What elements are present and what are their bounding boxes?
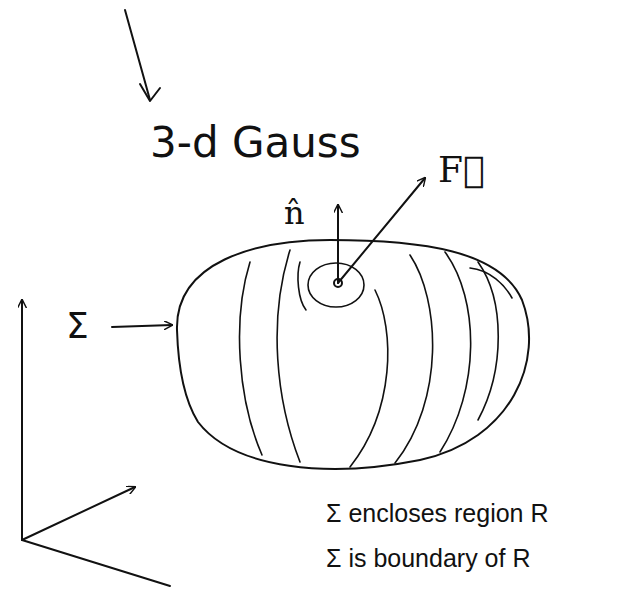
surface-contours xyxy=(240,250,512,467)
vector-label: F⃗ xyxy=(438,150,485,190)
x-axis xyxy=(22,540,170,586)
diagram-title: 3-d Gauss xyxy=(150,120,361,166)
note-text: Σ encloses region R xyxy=(326,500,549,528)
surface-label: Σ xyxy=(66,306,89,346)
z-axis xyxy=(21,300,23,540)
sigma-pointer xyxy=(112,325,172,327)
field-vector xyxy=(338,178,425,283)
closed-surface xyxy=(177,240,529,469)
note-text: Σ is boundary of R xyxy=(326,545,530,573)
y-axis xyxy=(22,487,135,540)
pointer-arrow xyxy=(125,10,150,100)
surface-patch xyxy=(308,263,364,307)
normal-label: n̂ xyxy=(284,196,305,231)
normal-vector xyxy=(337,205,339,283)
pointer-arrowhead xyxy=(140,84,160,101)
